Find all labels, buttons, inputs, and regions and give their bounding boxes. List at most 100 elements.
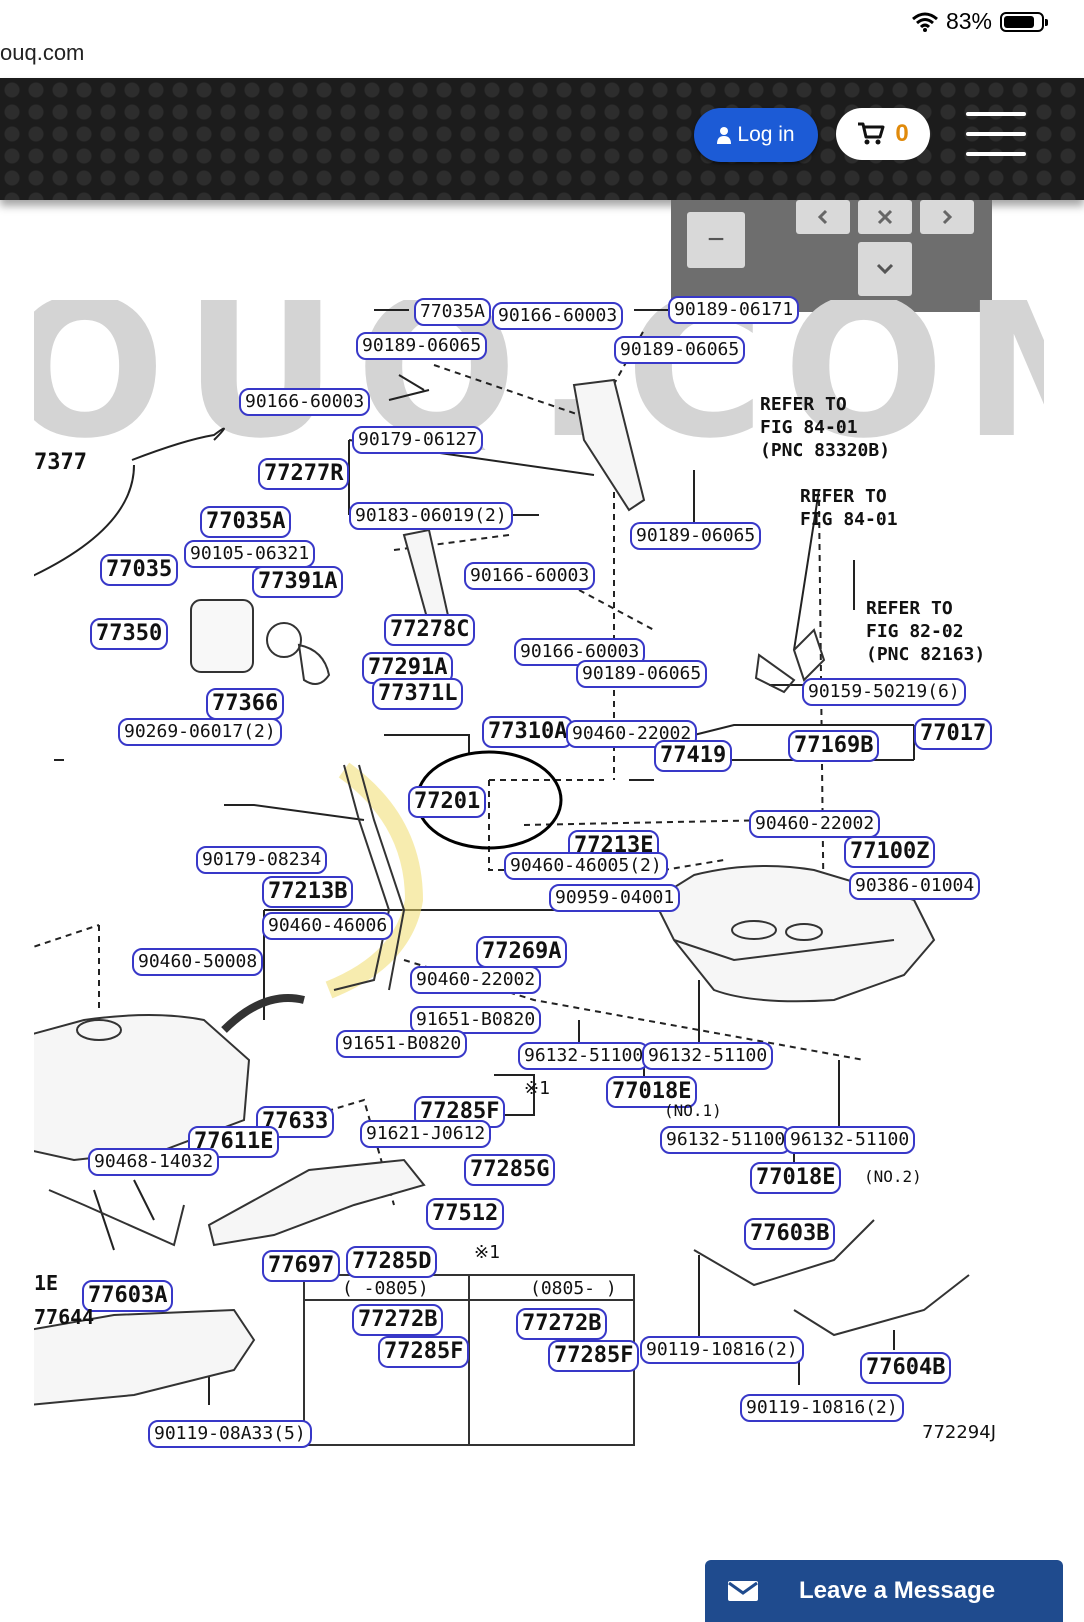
part-label[interactable]: 90189-06171	[668, 296, 800, 324]
battery-percent: 83%	[945, 8, 992, 34]
part-label[interactable]: 77391A	[252, 566, 344, 598]
part-label[interactable]: 77371L	[372, 678, 464, 710]
part-label[interactable]: 77285G	[464, 1154, 556, 1186]
part-label[interactable]: 77201	[408, 786, 487, 818]
part-label[interactable]: 77272B	[352, 1304, 444, 1336]
part-label[interactable]: 90460-50008	[132, 948, 264, 976]
variant-note: (NO.2)	[864, 1167, 922, 1186]
part-label[interactable]: 90460-22002	[566, 720, 698, 748]
part-label[interactable]: 96132-51100	[642, 1042, 774, 1070]
login-label: Log in	[737, 123, 795, 146]
part-label[interactable]: 77310A	[482, 716, 574, 748]
part-label[interactable]: 96132-51100	[784, 1126, 916, 1154]
part-label[interactable]: 77100Z	[844, 836, 936, 868]
cart-button[interactable]: 0	[836, 108, 930, 160]
user-icon	[717, 127, 732, 144]
part-label[interactable]: 77269A	[476, 936, 568, 968]
part-label[interactable]: 90105-06321	[184, 540, 316, 568]
envelope-icon	[728, 1581, 758, 1601]
part-label[interactable]: 77604B	[860, 1352, 952, 1384]
part-label[interactable]: 77350	[90, 618, 169, 650]
part-label[interactable]: 77512	[426, 1198, 505, 1230]
table-header: ( -0805)	[342, 1278, 429, 1299]
part-label[interactable]: 77366	[206, 688, 285, 720]
part-label[interactable]: 90183-06019(2)	[349, 502, 513, 530]
part-label[interactable]: 96132-51100	[660, 1126, 792, 1154]
refer-note: (PNC 83320B)	[760, 440, 891, 461]
part-label[interactable]: 90460-46005(2)	[504, 852, 668, 880]
refer-note: REFER TO	[760, 394, 847, 415]
battery-icon	[1000, 11, 1048, 32]
figure-id: 772294J	[922, 1422, 997, 1443]
part-label[interactable]: 77603A	[82, 1280, 174, 1312]
part-label[interactable]: 77419	[654, 740, 733, 772]
part-label[interactable]: 90386-01004	[849, 872, 981, 900]
url-text: ouq.com	[0, 40, 85, 65]
leave-message-button[interactable]: Leave a Message	[705, 1560, 1063, 1622]
part-label[interactable]: 90119-08A33(5)	[148, 1420, 312, 1448]
chevron-down-icon	[876, 263, 894, 275]
part-label[interactable]: 91621-J0612	[360, 1120, 492, 1148]
part-label[interactable]: 90166-60003	[464, 562, 596, 590]
part-label[interactable]: 91651-B0820	[336, 1030, 468, 1058]
part-label[interactable]: 77272B	[516, 1308, 608, 1340]
zoom-controls: −	[671, 200, 992, 312]
part-label[interactable]: 77035A	[200, 506, 292, 538]
pan-left-button[interactable]	[796, 200, 850, 234]
part-label[interactable]: 77169B	[788, 730, 880, 762]
part-label[interactable]: 90189-06065	[630, 522, 762, 550]
part-label[interactable]: 90119-10816(2)	[740, 1394, 904, 1422]
pan-down-button[interactable]	[858, 242, 912, 296]
part-label[interactable]: 90166-60003	[492, 302, 624, 330]
part-label[interactable]: 90159-50219(6)	[802, 678, 966, 706]
zoom-out-button[interactable]: −	[687, 212, 745, 268]
note-mark: ※1	[524, 1078, 550, 1099]
wifi-icon	[911, 12, 938, 32]
part-label[interactable]: 77285D	[346, 1246, 438, 1278]
hamburger-menu-icon[interactable]	[966, 112, 1026, 158]
part-label[interactable]: 91651-B0820	[410, 1006, 542, 1034]
part-label[interactable]: 90460-46006	[262, 912, 394, 940]
part-label[interactable]: 77018E	[606, 1076, 698, 1108]
part-label[interactable]: 90189-06065	[614, 336, 746, 364]
address-bar[interactable]: ouq.com	[0, 36, 1084, 78]
part-label[interactable]: 77697	[262, 1250, 341, 1282]
table-header: (0805- )	[530, 1278, 617, 1299]
part-label[interactable]: 90460-22002	[410, 966, 542, 994]
login-button[interactable]: Log in	[694, 108, 818, 162]
part-label[interactable]: 77278C	[384, 614, 476, 646]
part-label[interactable]: 77285F	[548, 1340, 640, 1372]
part-label[interactable]: 77603B	[744, 1218, 836, 1250]
part-label[interactable]: 90119-10816(2)	[640, 1336, 804, 1364]
pan-right-button[interactable]	[920, 200, 974, 234]
part-label[interactable]: 90189-06065	[576, 660, 708, 688]
edge-part-label: 7377	[34, 450, 87, 475]
part-label[interactable]: 96132-51100	[518, 1042, 650, 1070]
edge-part-label: 1E	[34, 1271, 59, 1295]
part-label[interactable]: 90959-04001	[549, 884, 681, 912]
part-label[interactable]: 77285F	[378, 1336, 470, 1368]
part-label[interactable]: 77035	[100, 554, 179, 586]
minus-icon: −	[707, 223, 725, 256]
refer-note: REFER TO	[866, 598, 953, 619]
part-label[interactable]: 77018E	[750, 1162, 842, 1194]
part-label[interactable]: 77017	[914, 718, 993, 750]
part-label[interactable]: 77277R	[258, 458, 350, 490]
cart-count: 0	[895, 120, 909, 147]
part-label[interactable]: 90460-22002	[749, 810, 881, 838]
part-label[interactable]: 90179-08234	[196, 846, 328, 874]
reset-button[interactable]	[858, 200, 912, 234]
part-label[interactable]: 77035A	[414, 298, 492, 326]
part-label[interactable]: 90189-06065	[356, 332, 488, 360]
edge-part-label: 77644	[34, 1305, 95, 1329]
part-label[interactable]: 90269-06017(2)	[118, 718, 282, 746]
part-label[interactable]: 90468-14032	[88, 1148, 220, 1176]
refer-note: (PNC 82163)	[866, 644, 986, 665]
leave-message-label: Leave a Message	[799, 1577, 996, 1604]
variant-note: (NO.1)	[664, 1101, 722, 1120]
part-label[interactable]: 90166-60003	[239, 388, 371, 416]
part-label[interactable]: 77213B	[262, 876, 354, 908]
chevron-right-icon	[942, 209, 953, 225]
part-label[interactable]: 90179-06127	[352, 426, 484, 454]
refer-note: FIG 82-02	[866, 621, 964, 642]
